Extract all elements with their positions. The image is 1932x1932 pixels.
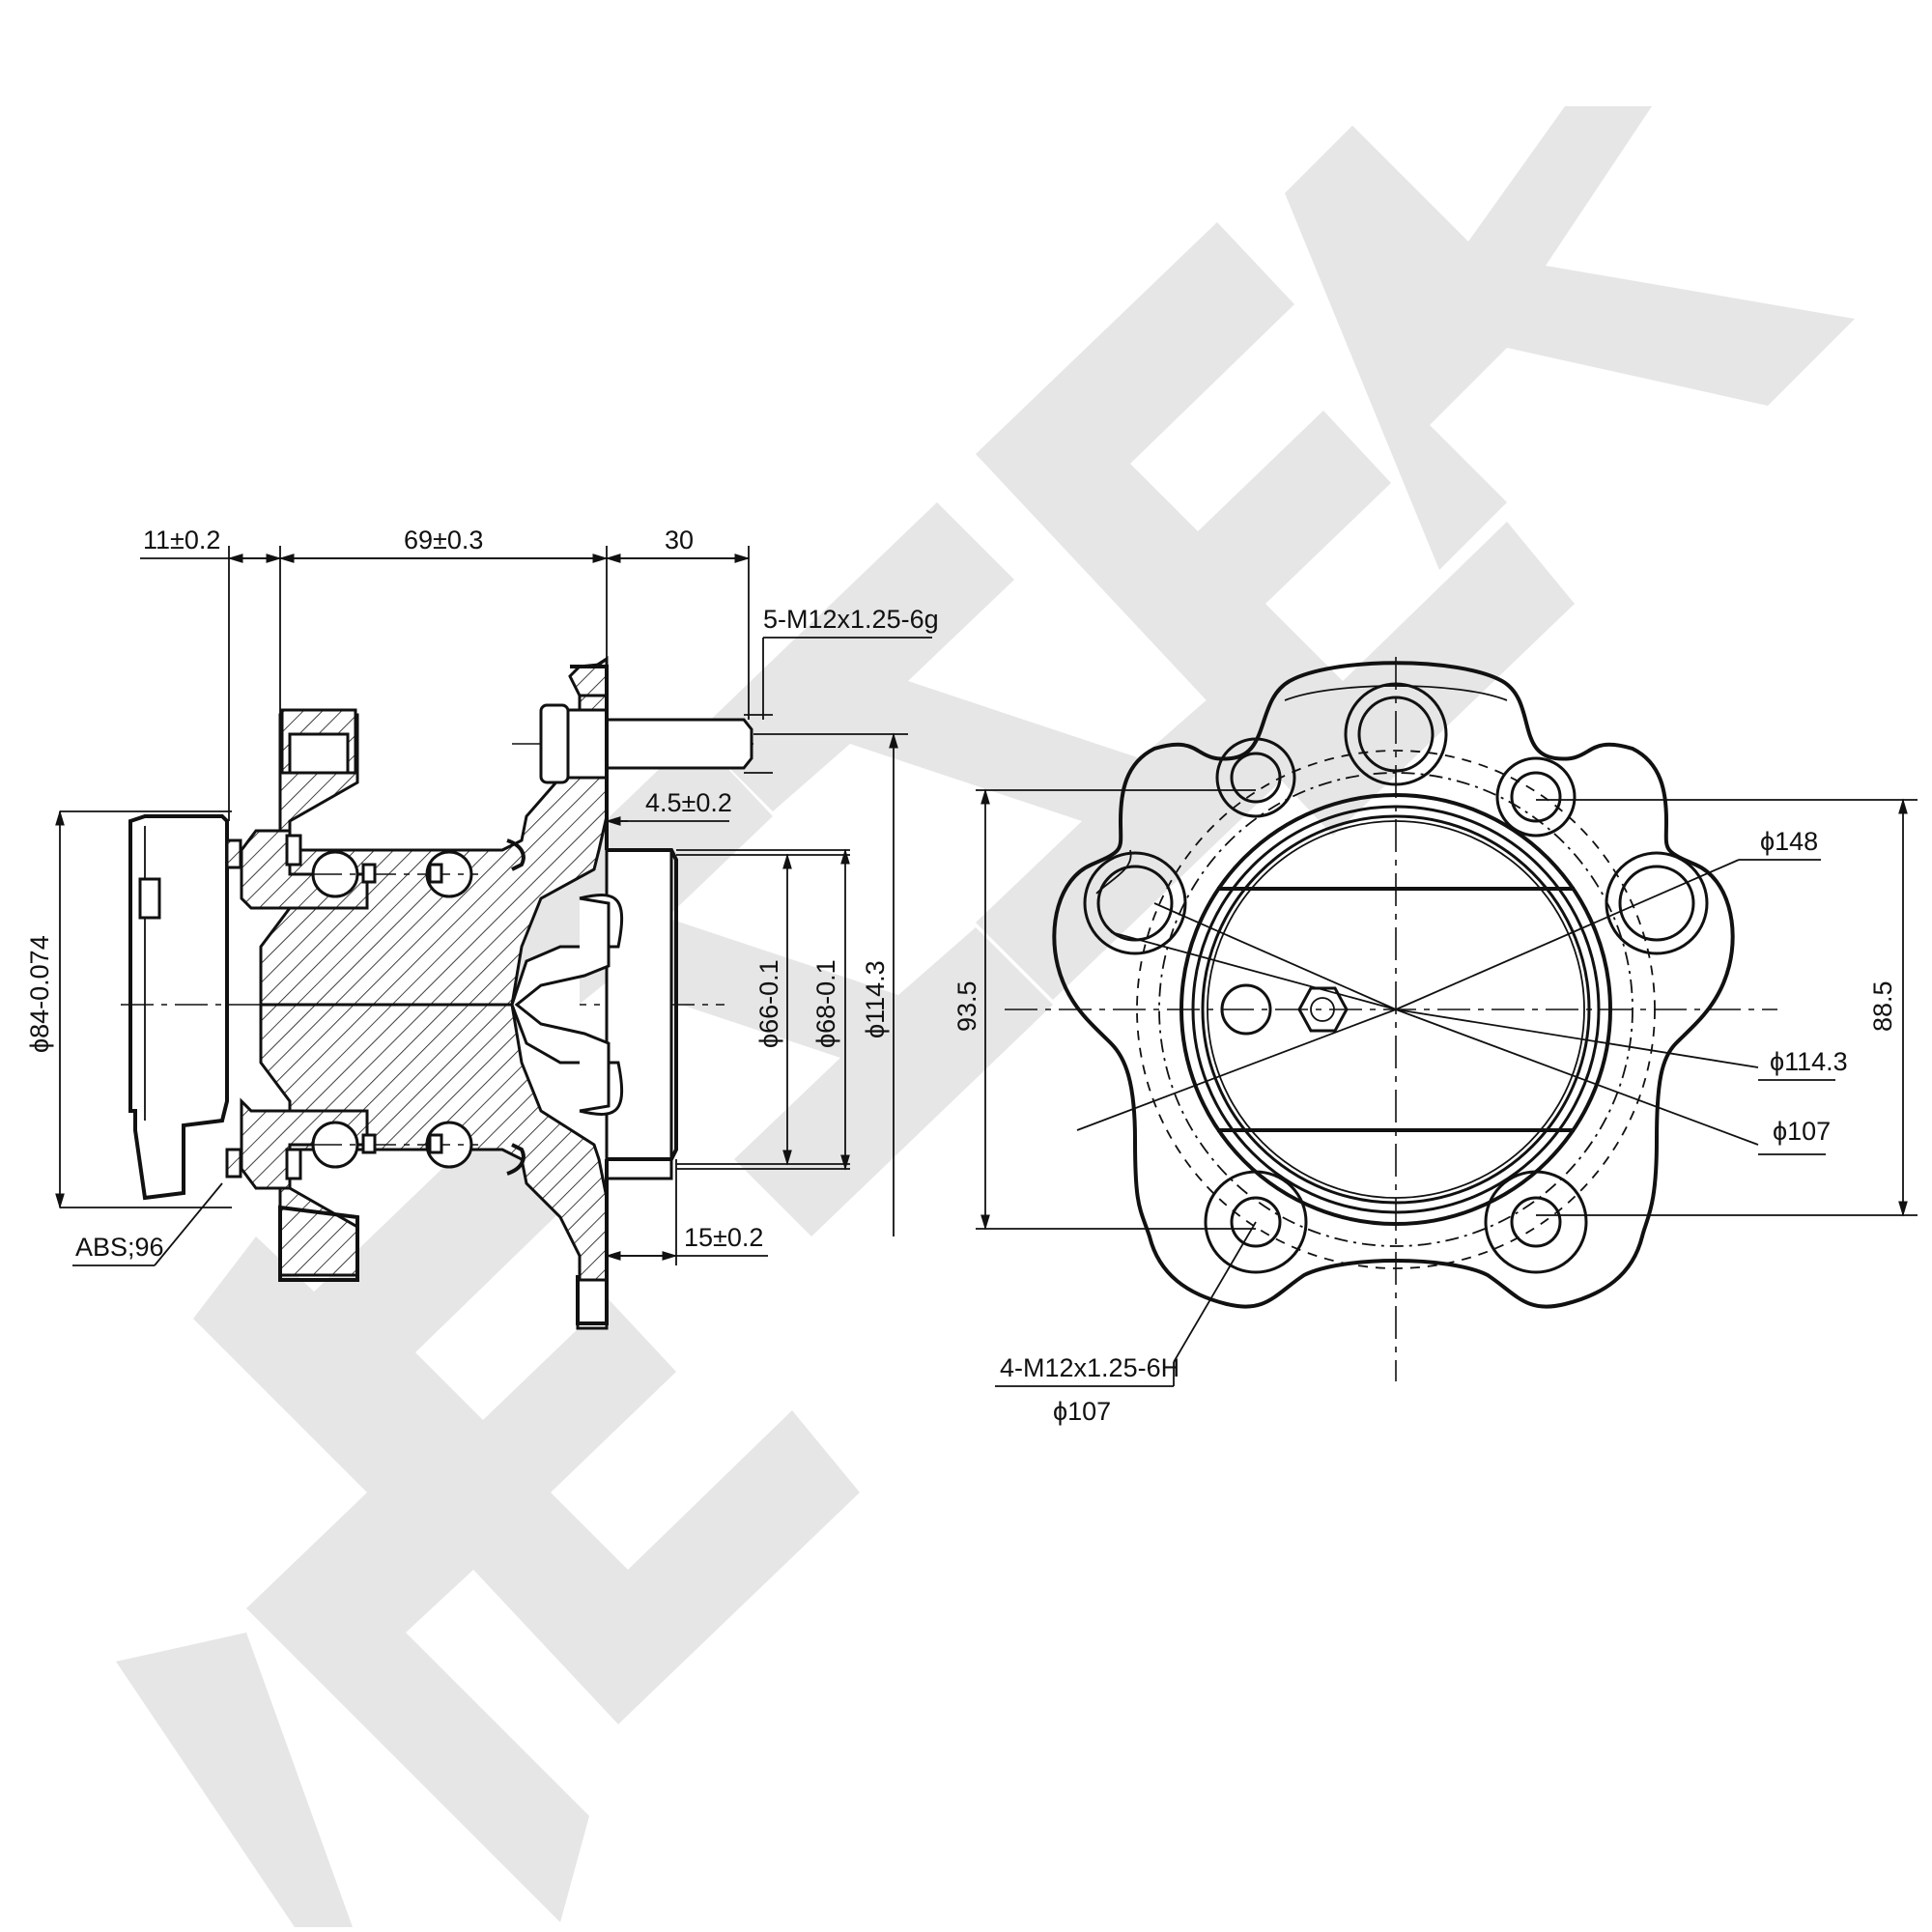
- bolt-hole-upper-left: [1083, 851, 1187, 955]
- pcd-dia-label: ϕ114.3: [861, 960, 890, 1038]
- bolt-hole-upper-right: [1605, 851, 1709, 955]
- wheel-stud-knurl: [566, 708, 609, 780]
- hub-ring-3: [1201, 814, 1591, 1205]
- abs-label: ABS;96: [75, 1233, 164, 1262]
- front-view: [1005, 657, 1777, 1381]
- dim-69-label: 69±0.3: [404, 526, 483, 554]
- pcd-114-label: ϕ114.3: [1770, 1047, 1848, 1076]
- outer-dia-148-label: ϕ148: [1760, 827, 1818, 856]
- side-view-section: [121, 656, 753, 1330]
- side-view-dimensions: 11±0.2 69±0.3 30 5-M12x1.25-6g 4.5±0.2 1…: [25, 526, 939, 1266]
- lower-boss: [278, 1205, 359, 1282]
- stud-thread-label: 5-M12x1.25-6g: [763, 605, 939, 634]
- dim-11-label: 11±0.2: [143, 526, 220, 554]
- flange-dim-label: 15±0.2: [684, 1223, 763, 1252]
- watermark-letter-n: [454, 734, 1053, 1236]
- pilot1-dia-label: ϕ66-0.1: [754, 959, 783, 1048]
- watermark-letter-e2: [976, 222, 1575, 836]
- hex-nut: [1297, 986, 1349, 1033]
- wheel-stud-shank: [605, 718, 753, 770]
- small-hole-left: [1220, 983, 1272, 1036]
- pilot-recess: [514, 896, 611, 1113]
- hub-ring-2: [1191, 805, 1601, 1214]
- thread-hole-right-bottom: [1484, 1170, 1588, 1274]
- watermark-letter-e: [261, 1111, 860, 1724]
- bolt-hole-top: [1344, 682, 1448, 786]
- front-view-dimensions: ϕ148 ϕ114.3 ϕ107 93.5 88.5 4-M12x1.25-6H…: [952, 788, 1918, 1426]
- thread-hole-left-top: [1215, 737, 1296, 818]
- flange-lower-tab: [576, 1278, 609, 1330]
- left-height-label: 93.5: [952, 980, 981, 1032]
- seal-lower-left: [225, 1148, 242, 1179]
- zennek-watermark-logo: [116, 106, 1855, 1927]
- flange-outline: [1052, 661, 1735, 1309]
- flange-upper: [568, 656, 609, 697]
- dim-30-label: 30: [665, 526, 694, 554]
- thread-pcd-label: ϕ107: [1053, 1397, 1111, 1426]
- outer-dia-label: ϕ84-0.074: [25, 935, 54, 1053]
- pilot2-dia-label: ϕ68-0.1: [811, 959, 840, 1048]
- hub-ring-outer: [1179, 793, 1612, 1226]
- abs-sensor-tab: [138, 877, 161, 920]
- pilot-face: [607, 848, 678, 1161]
- right-height-label: 88.5: [1868, 980, 1897, 1032]
- seal-upper-left: [225, 838, 242, 869]
- offset-dim-label: 4.5±0.2: [645, 788, 732, 817]
- watermark-letter-z: [193, 1236, 589, 1922]
- thread-holes-label: 4-M12x1.25-6H: [1000, 1353, 1179, 1382]
- thread-hole-left-bottom: [1204, 1170, 1308, 1274]
- pcd-107-circle: [1136, 750, 1656, 1269]
- wheel-stud-head: [539, 703, 570, 784]
- watermark-letter-n2: [696, 502, 1294, 1000]
- watermark-letter-k: [1285, 106, 1855, 570]
- thread-hole-right-top: [1495, 756, 1577, 838]
- pcd-107-label: ϕ107: [1773, 1117, 1831, 1146]
- abs-cap: [128, 814, 229, 1201]
